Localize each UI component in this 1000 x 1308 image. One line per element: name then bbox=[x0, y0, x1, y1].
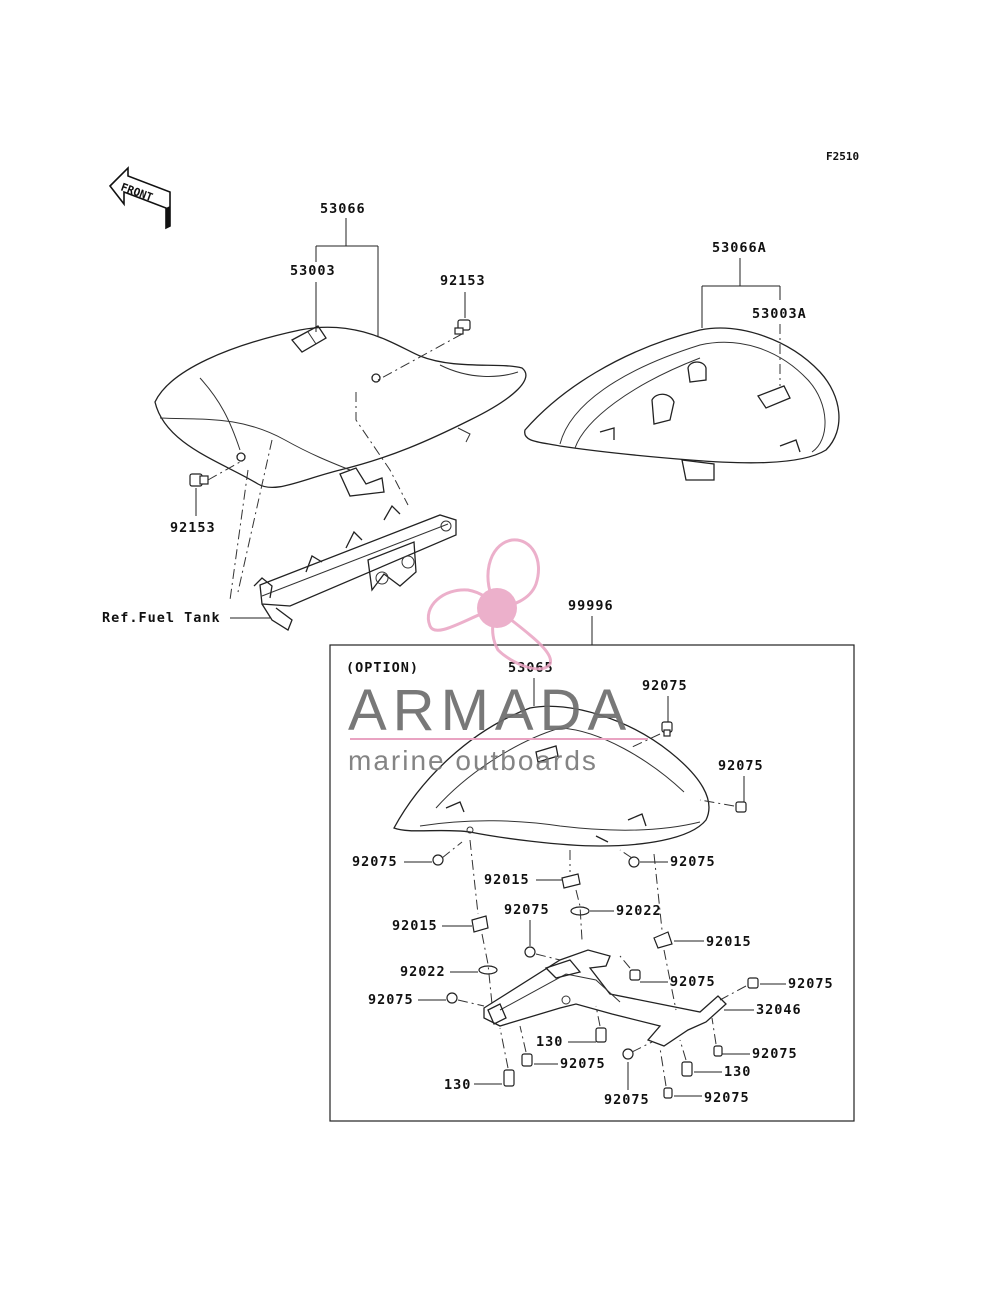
ref-fuel-tank-label: Ref.Fuel Tank bbox=[102, 610, 221, 626]
label-b7: 92075 bbox=[788, 976, 834, 992]
label-seat-cover: 53003 bbox=[290, 263, 336, 279]
seat-rail-bracket bbox=[253, 504, 457, 631]
seat-assembly bbox=[154, 325, 527, 497]
figure-code: F2510 bbox=[826, 150, 859, 163]
label-bolt-front-right: 92153 bbox=[440, 273, 486, 289]
label-bolt-front-left: 92153 bbox=[170, 520, 216, 536]
label-b2: 92075 bbox=[718, 758, 764, 774]
option-seat-cover bbox=[393, 705, 710, 847]
label-b8: 92075 bbox=[368, 992, 414, 1008]
label-clip1: 92015 bbox=[484, 872, 530, 888]
label-b10: 92075 bbox=[560, 1056, 606, 1072]
label-washer1: 92022 bbox=[616, 903, 662, 919]
option-bracket bbox=[483, 949, 727, 1047]
label-b11: 92075 bbox=[604, 1092, 650, 1108]
label-clip3: 92015 bbox=[706, 934, 752, 950]
propeller-logo-icon bbox=[426, 538, 552, 671]
label-clip2: 92015 bbox=[392, 918, 438, 934]
bolt-92153-left bbox=[189, 473, 209, 487]
bolt-92153-right bbox=[454, 319, 471, 335]
label-b5: 92075 bbox=[504, 902, 550, 918]
label-b4: 92075 bbox=[670, 854, 716, 870]
watermark-divider bbox=[350, 738, 648, 740]
label-b6: 92075 bbox=[670, 974, 716, 990]
option-box bbox=[329, 644, 855, 1122]
label-b1: 92075 bbox=[642, 678, 688, 694]
label-bracket: 32046 bbox=[756, 1002, 802, 1018]
watermark-brand: ARMADA bbox=[348, 678, 632, 743]
label-rear-seat-cover: 53003A bbox=[752, 306, 807, 322]
label-s1: 130 bbox=[536, 1034, 563, 1050]
label-b3: 92075 bbox=[352, 854, 398, 870]
label-seat-assembly: 53066 bbox=[320, 201, 366, 217]
label-b12: 92075 bbox=[704, 1090, 750, 1106]
label-s3: 130 bbox=[444, 1077, 471, 1093]
rear-seat-cowl bbox=[524, 327, 840, 481]
option-fasteners bbox=[432, 721, 759, 1099]
watermark-tagline: marine outboards bbox=[348, 745, 598, 776]
label-option-kit: 99996 bbox=[568, 598, 614, 614]
label-washer2: 92022 bbox=[400, 964, 446, 980]
label-b9: 92075 bbox=[752, 1046, 798, 1062]
front-arrow-icon: FRONT bbox=[108, 166, 171, 230]
option-label: (OPTION) bbox=[346, 660, 419, 676]
label-s2: 130 bbox=[724, 1064, 751, 1080]
label-rear-seat-assembly: 53066A bbox=[712, 240, 767, 256]
